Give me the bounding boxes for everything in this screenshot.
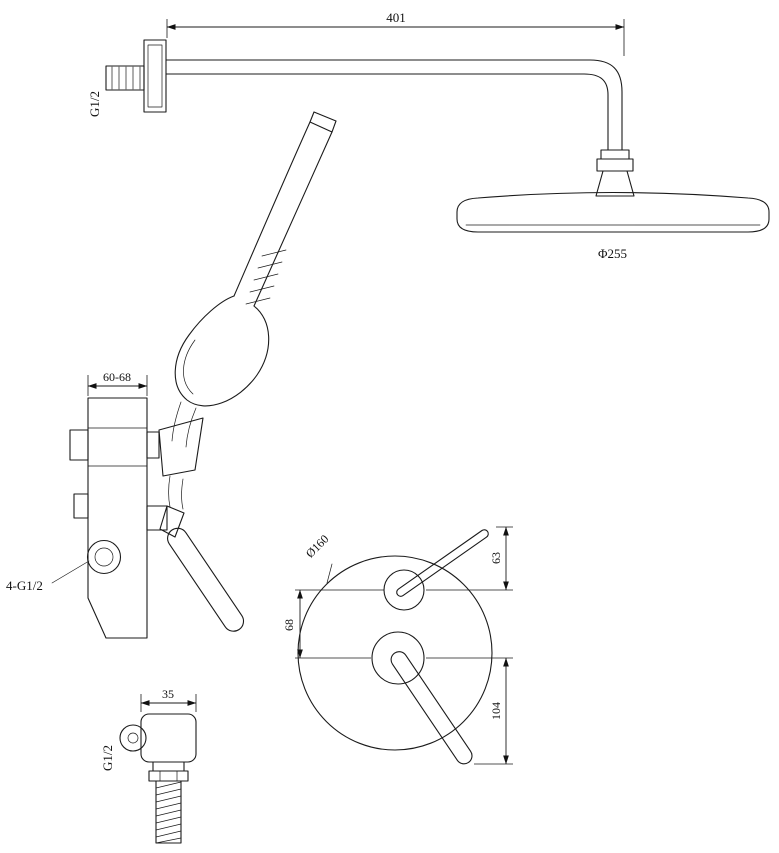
dim-handle-gap: 68 (282, 589, 384, 659)
valve-width-label: 60-68 (103, 370, 131, 384)
dim-plate-top-offset: 63 (426, 526, 513, 591)
hose-lower (168, 475, 184, 510)
shower-head: Φ255 (456, 191, 770, 261)
diverter-knob (383, 569, 425, 611)
dim-plate-bottom-offset: 104 (426, 657, 513, 765)
outlet-thread-label: G1/2 (100, 745, 115, 771)
dim-outlet-width: 35 (140, 687, 197, 712)
mixer-lever (167, 527, 245, 632)
arm-thread-label: G1/2 (87, 91, 102, 117)
trim-plate: 63 104 68 Ø160 (282, 526, 513, 765)
head-diameter-label: Φ255 (598, 246, 627, 261)
hand-shower-head (174, 295, 270, 407)
outlet-thread-stud (155, 780, 182, 844)
hose-upper (171, 401, 197, 448)
mixer-valve: 60-68 4-G1/2 (6, 370, 245, 639)
wall-flange: G1/2 (87, 39, 167, 117)
valve-thread-label: 4-G1/2 (6, 578, 43, 593)
handle-hub (371, 631, 425, 685)
plate-diameter-label: Ø160 (303, 532, 332, 561)
hand-shower (168, 111, 337, 510)
dim-valve-width: 60-68 (87, 370, 148, 396)
outlet-hex-nut (148, 770, 189, 782)
plate-bottom-offset-label: 104 (489, 702, 503, 720)
handle-gap-label: 68 (282, 619, 296, 631)
hand-shower-holder (158, 417, 204, 477)
main-lever (390, 651, 473, 765)
valve-body (87, 397, 148, 639)
diverter-lever (396, 529, 489, 597)
outlet-width-label: 35 (162, 687, 174, 701)
dim-arm-length: 401 (166, 10, 625, 56)
outlet-pivot (119, 724, 147, 752)
shower-arm (165, 59, 635, 197)
arm-connector-nut (600, 149, 630, 160)
hand-shower-inlet (309, 111, 337, 133)
arm-length-label: 401 (386, 10, 406, 25)
wall-outlet: 35 G1/2 (100, 687, 197, 844)
outlet-body (140, 713, 197, 763)
flange-plate (143, 39, 167, 113)
dim-plate-diameter: Ø160 (303, 532, 333, 584)
valve-port (86, 539, 122, 575)
plate-top-offset-label: 63 (489, 552, 503, 564)
